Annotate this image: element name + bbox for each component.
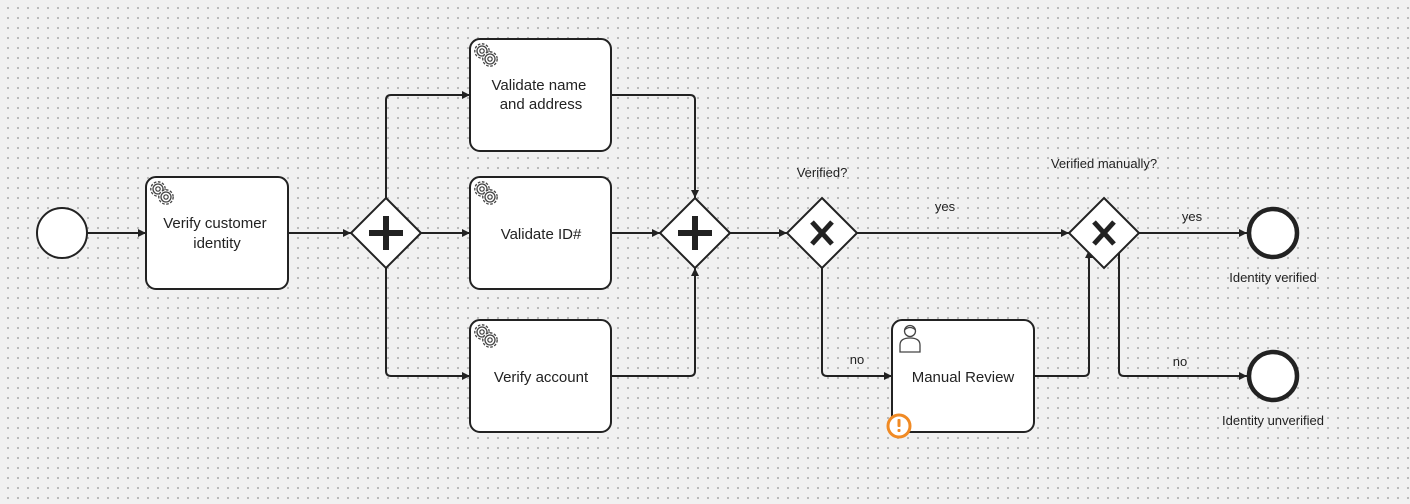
- exclusive-gateway-verified[interactable]: [785, 196, 859, 270]
- task-label: Validate name and address: [492, 77, 591, 113]
- parallel-join-gateway[interactable]: [658, 196, 732, 270]
- task-label: Manual Review: [912, 369, 1015, 386]
- plus-icon: [678, 216, 712, 250]
- task-validate-name-and-address[interactable]: Validate name and address: [469, 38, 612, 152]
- end-event-identity-unverified[interactable]: [1246, 349, 1300, 403]
- task-verify-customer-identity[interactable]: Verify customer identity: [145, 176, 289, 290]
- flow-label-manual-no: no: [1173, 354, 1187, 369]
- task-validate-id[interactable]: Validate ID#: [469, 176, 612, 290]
- flow-validate-name-to-join[interactable]: [611, 94, 699, 198]
- start-event[interactable]: [36, 207, 88, 259]
- end-event-identity-verified[interactable]: [1246, 206, 1300, 260]
- flow-split-to-verify-account[interactable]: [385, 268, 470, 380]
- x-icon: [810, 220, 834, 246]
- flow-label-verified-yes: yes: [935, 199, 956, 214]
- flow-label-manual-yes: yes: [1182, 209, 1203, 224]
- end-event-label-unverified: Identity unverified: [1222, 413, 1324, 428]
- flow-verified-no[interactable]: [821, 268, 892, 380]
- task-label: Verify customer identity: [163, 215, 271, 252]
- end-event-label-verified: Identity verified: [1229, 270, 1316, 285]
- gateway-label-verified: Verified?: [797, 165, 848, 180]
- exclusive-gateway-verified-manually[interactable]: [1067, 196, 1141, 270]
- user-icon: [899, 324, 921, 353]
- task-label: Verify account: [494, 369, 589, 386]
- task-manual-review[interactable]: Manual Review: [886, 319, 1035, 439]
- flow-verify-account-to-join[interactable]: [611, 268, 699, 377]
- x-icon: [1092, 220, 1116, 246]
- task-verify-account[interactable]: Verify account: [469, 319, 612, 433]
- flow-manual-no[interactable]: [1118, 253, 1247, 380]
- flow-label-verified-no: no: [850, 352, 864, 367]
- plus-icon: [369, 216, 403, 250]
- parallel-split-gateway[interactable]: [349, 196, 423, 270]
- flow-review-to-manual-gateway[interactable]: [1034, 250, 1093, 377]
- flow-split-to-validate-name[interactable]: [385, 91, 470, 198]
- warning-icon[interactable]: [886, 413, 912, 439]
- gateway-label-verified-manually: Verified manually?: [1051, 156, 1157, 171]
- task-label: Validate ID#: [501, 226, 582, 243]
